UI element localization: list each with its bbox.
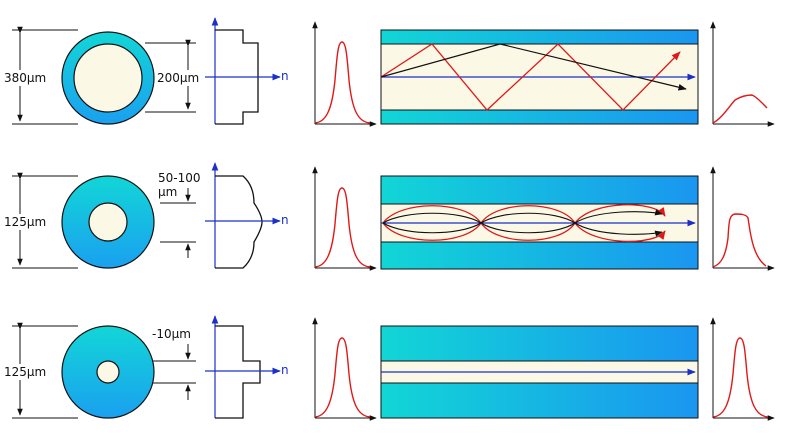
index-axis-label: n: [281, 363, 289, 377]
fiber-cross-section: [61, 325, 155, 419]
fiber-longitudinal-view: [380, 29, 699, 125]
row-graded-index-multimode: 125μm 50-100 μm n: [2, 162, 775, 271]
refractive-index-profile: n: [205, 162, 289, 269]
row-single-mode: 125μm -10μm n: [2, 315, 775, 421]
output-pulse-plot: [710, 317, 775, 421]
fiber-cross-section: [61, 175, 155, 269]
input-pulse-plot: [312, 166, 377, 271]
outer-diameter-label: 380μm: [4, 71, 46, 85]
row-step-index-multimode: 380μm 200μm n: [2, 17, 775, 127]
outer-diameter-label: 125μm: [4, 365, 46, 379]
output-pulse-plot: [710, 21, 775, 127]
refractive-index-profile: n: [205, 315, 289, 419]
fiber-longitudinal-view: [380, 175, 699, 270]
outer-diameter-label: 125μm: [4, 215, 46, 229]
core-diameter-dimension: 200μm: [145, 39, 200, 113]
core-diameter-label-line2: μm: [158, 185, 177, 199]
index-axis-label: n: [281, 69, 289, 83]
refractive-index-profile: n: [205, 17, 289, 125]
core-diameter-label: -10μm: [152, 327, 191, 341]
input-pulse-plot: [312, 317, 377, 421]
fiber-longitudinal-view: [380, 325, 699, 419]
core-diameter-label-line1: 50-100: [158, 171, 201, 185]
input-pulse-plot: [312, 21, 377, 127]
core-diameter-dimension: -10μm: [152, 327, 196, 400]
core-diameter-label: 200μm: [157, 71, 199, 85]
outer-diameter-dimension: 125μm: [2, 322, 78, 419]
outer-diameter-dimension: 380μm: [2, 26, 78, 125]
outer-diameter-dimension: 125μm: [2, 172, 78, 269]
output-pulse-plot: [710, 166, 775, 271]
fiber-cross-section: [61, 31, 155, 125]
index-axis-label: n: [281, 213, 289, 227]
core-diameter-dimension: 50-100 μm: [158, 171, 201, 258]
